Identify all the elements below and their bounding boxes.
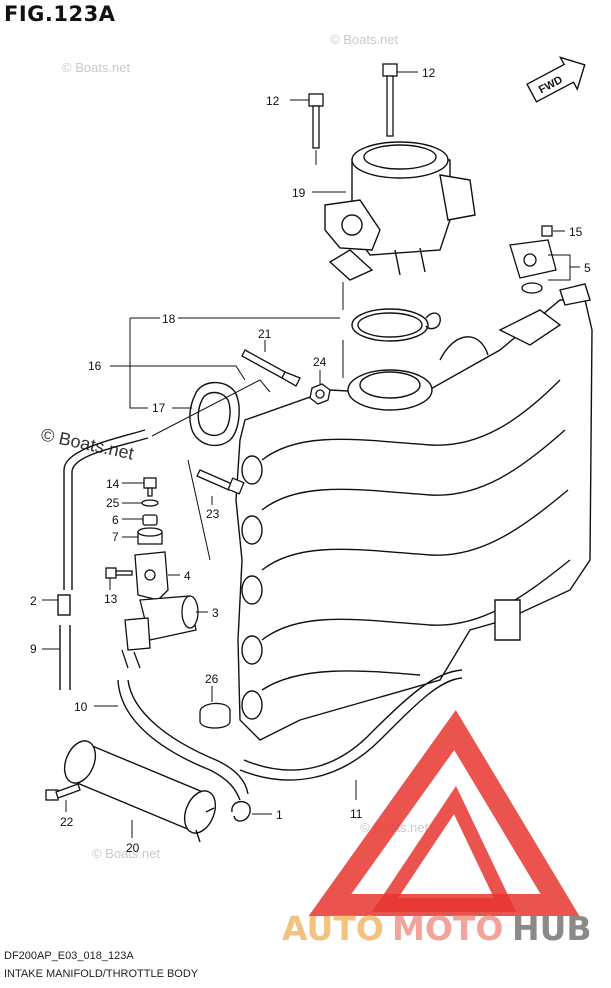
callout-14: 14	[106, 477, 120, 491]
logo-auto-text: AUTO	[282, 909, 384, 948]
watermark: © Boats.net	[62, 60, 131, 75]
sensor-icon	[509, 225, 557, 294]
callout-3: 3	[212, 606, 219, 620]
small-parts-icon	[137, 477, 163, 545]
callout-16: 16	[88, 359, 102, 373]
callout-7: 7	[112, 530, 119, 544]
stud-bolt-icon	[241, 349, 301, 387]
callout-2: 2	[30, 594, 37, 608]
callout-20: 20	[126, 841, 140, 855]
callout-12: 12	[266, 94, 280, 108]
callout-5: 5	[584, 261, 591, 275]
callout-13: 13	[104, 592, 118, 606]
callout-25: 25	[106, 496, 120, 510]
gasket-17-icon	[189, 381, 240, 447]
bracket-icon	[134, 551, 169, 601]
callout-26: 26	[205, 672, 219, 686]
figure-title: FIG.123A	[4, 2, 116, 26]
callout-19: 19	[292, 186, 306, 200]
gasket-icon	[351, 308, 441, 342]
nut-icon	[309, 383, 331, 405]
callout-12: 12	[422, 66, 436, 80]
watermark: © Boats.net	[92, 846, 161, 861]
hose-clamp-icon	[199, 702, 231, 729]
watermark: © Boats.net	[330, 32, 399, 47]
callout-4: 4	[184, 569, 191, 583]
watermark-large: © Boats.net	[39, 424, 135, 463]
logo-hub-text: HUB	[512, 909, 592, 948]
automotohub-logo-icon	[308, 709, 580, 916]
logo-moto-text: MOTO	[392, 909, 503, 948]
callout-11: 11	[350, 807, 363, 821]
callout-21: 21	[258, 327, 272, 341]
callout-24: 24	[313, 355, 327, 369]
solenoid-valve-icon	[121, 595, 199, 669]
callout-18: 18	[162, 312, 176, 326]
screw-icon	[105, 567, 133, 579]
bolt-icon	[308, 63, 398, 149]
callout-22: 22	[60, 815, 74, 829]
figure-caption: INTAKE MANIFOLD/THROTTLE BODY	[4, 968, 199, 980]
hose-icon	[57, 429, 463, 801]
callout-10: 10	[74, 700, 88, 714]
fwd-arrow-icon: FWD	[526, 56, 586, 103]
bolt-23-icon	[196, 469, 245, 495]
clip-icon	[231, 801, 251, 822]
callout-23: 23	[206, 507, 220, 521]
leader-lines	[42, 71, 580, 838]
callout-labels: 12 12 19 15 5 18 21 16 24 17 14 25 6 7 2…	[30, 66, 591, 855]
automotohub-logo-text: AUTO MOTO HUB	[282, 909, 592, 948]
callout-9: 9	[30, 642, 37, 656]
callout-1: 1	[276, 808, 283, 822]
canister-icon	[63, 740, 217, 843]
callout-15: 15	[569, 225, 583, 239]
intake-manifold-icon	[235, 283, 593, 741]
callout-17: 17	[152, 401, 166, 415]
figure-code: DF200AP_E03_018_123A	[4, 950, 134, 962]
throttle-body-icon	[324, 141, 476, 281]
callout-6: 6	[112, 513, 119, 527]
bolt-22-icon	[45, 783, 81, 801]
